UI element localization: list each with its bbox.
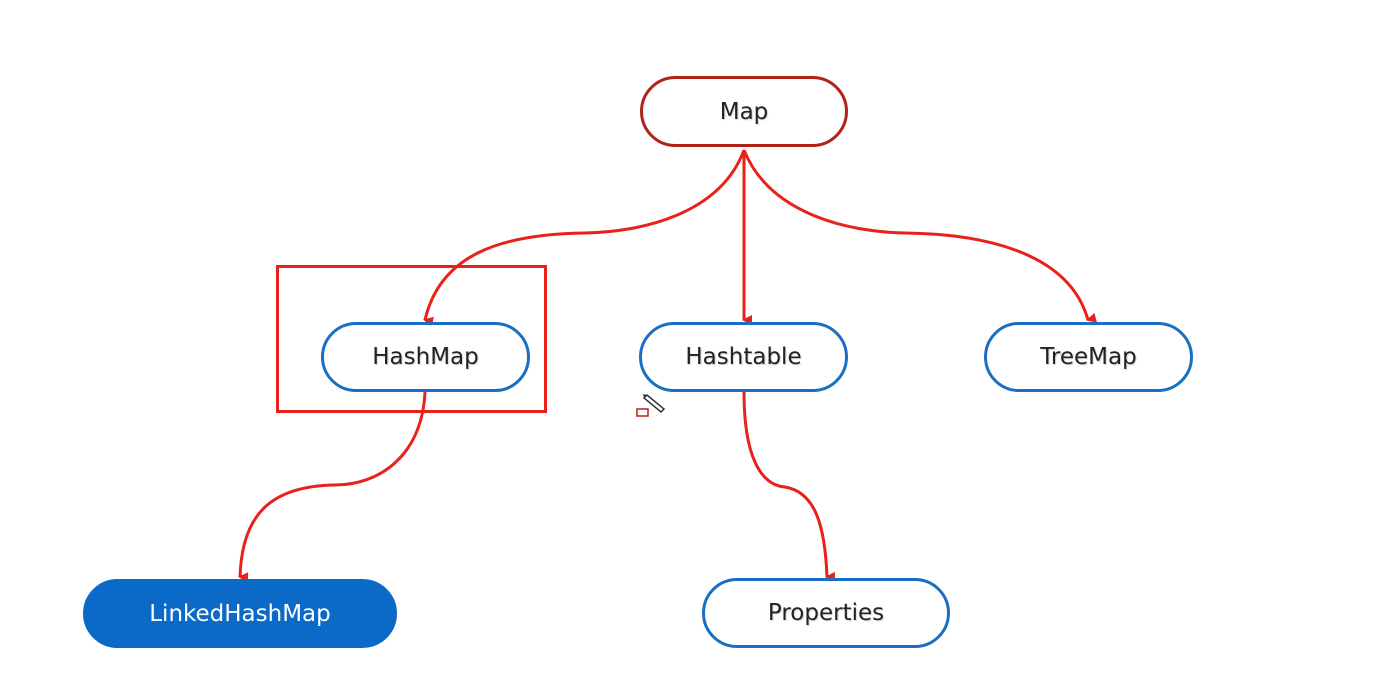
node-properties-label: Properties <box>767 600 885 626</box>
node-hashmap: HashMap <box>321 322 530 392</box>
node-linkedhashmap: LinkedHashMap <box>83 579 397 648</box>
edge-map-hashmap <box>423 149 746 327</box>
node-map: Map <box>640 76 848 147</box>
node-treemap: TreeMap <box>984 322 1193 392</box>
edge-map-treemap <box>742 149 1098 323</box>
pencil-cursor-icon <box>636 393 666 417</box>
node-hashmap-label: HashMap <box>372 344 479 370</box>
node-properties: Properties <box>702 578 950 648</box>
node-linkedhashmap-label: LinkedHashMap <box>149 600 331 627</box>
node-hashtable-label: Hashtable <box>685 344 802 370</box>
hashmap-highlight-box <box>276 265 547 413</box>
node-map-label: Map <box>719 98 769 125</box>
edge-hashmap-linkedhashmap <box>238 391 427 583</box>
node-treemap-label: TreeMap <box>1040 344 1137 370</box>
edge-hashtable-properties <box>742 391 836 582</box>
node-hashtable: Hashtable <box>639 322 848 392</box>
